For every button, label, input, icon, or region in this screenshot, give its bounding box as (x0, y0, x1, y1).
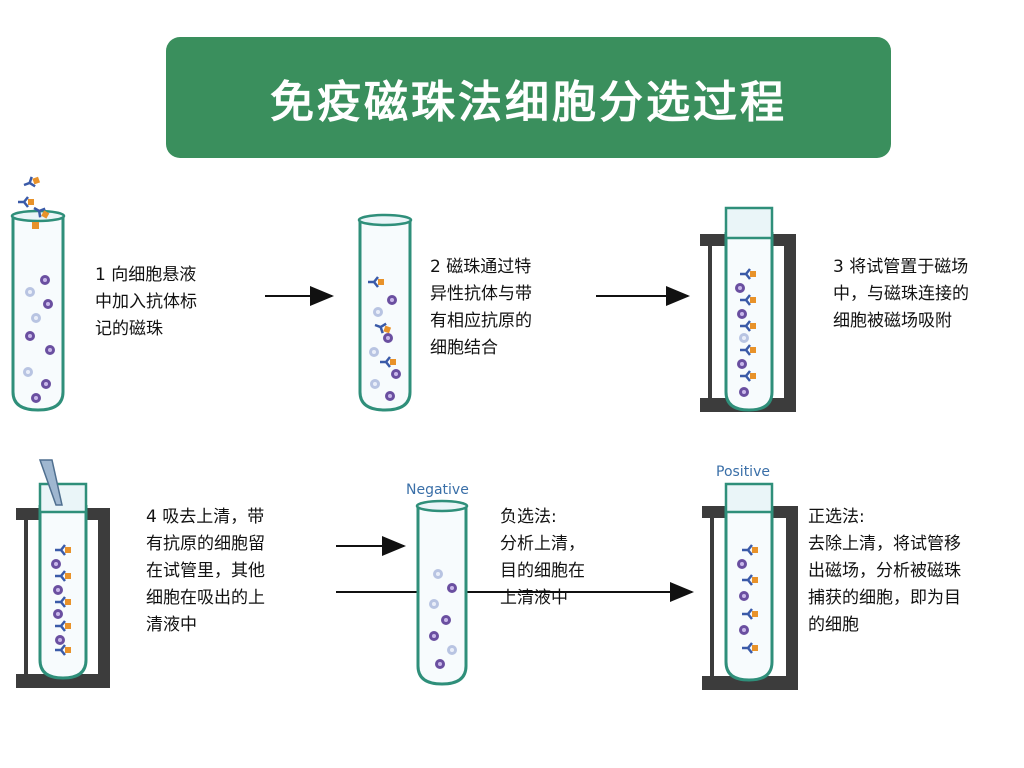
tube-2 (357, 213, 413, 412)
step-3-text: 3 将试管置于磁场 中，与磁珠连接的 细胞被磁场吸附 (833, 257, 969, 331)
page-title: 免疫磁珠法细胞分选过程 (270, 76, 787, 128)
negative-selection-text: 负选法: 分析上清， 目的细胞在 上清液中 (500, 507, 585, 608)
magnet-stand-4 (16, 459, 110, 688)
pipette-icon (38, 459, 63, 506)
title-banner: 免疫磁珠法细胞分选过程 (166, 37, 891, 158)
tube-1 (10, 173, 66, 412)
step-2-text: 2 磁珠通过特 异性抗体与带 有相应抗原的 细胞结合 (430, 257, 532, 358)
step-4-text: 4 吸去上清，带 有抗原的细胞留 在试管里，其他 细胞在吸出的上 清液中 (146, 507, 265, 635)
step-1-text: 1 向细胞悬液 中加入抗体标 记的磁珠 (95, 265, 197, 339)
negative-tube-label: Negative (406, 482, 469, 498)
positive-tube-label: Positive (716, 464, 770, 480)
negative-tube (415, 499, 469, 686)
positive-selection-text: 正选法: 去除上清，将试管移 出磁场，分析被磁珠 捕获的细胞，即为目 的细胞 (808, 507, 961, 635)
magnet-stand-3 (700, 206, 796, 412)
positive-stand (702, 482, 798, 690)
